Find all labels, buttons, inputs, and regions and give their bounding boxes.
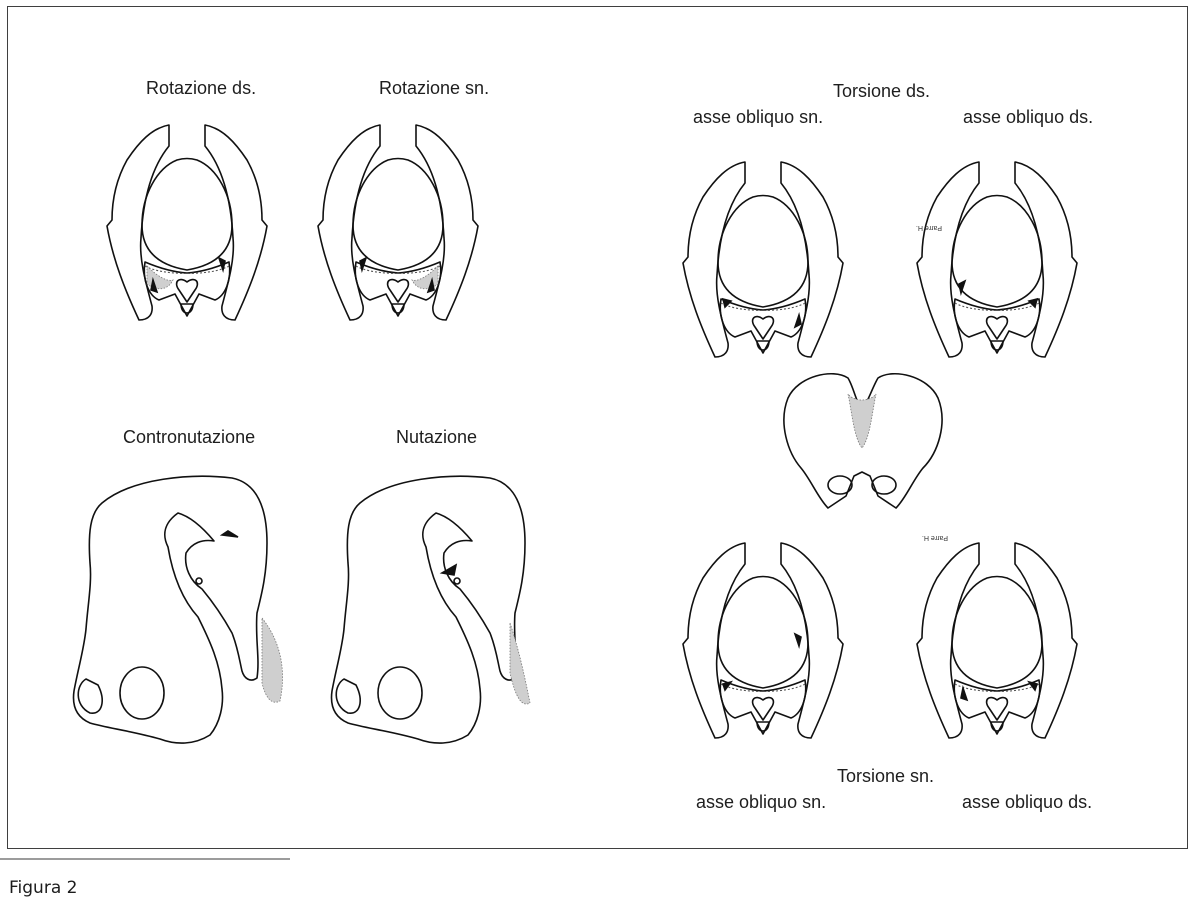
small-note: Parre H. — [916, 224, 942, 231]
pelvis-torsione-sn-asse-ds — [917, 543, 1077, 738]
pelvis-torsione-ds-asse-ds — [917, 162, 1077, 357]
figure-caption: Figura 2 — [9, 878, 77, 898]
pelvis-rotazione-sn — [318, 125, 478, 320]
pelvis-torsione-ds-asse-sn — [683, 162, 843, 357]
small-note: Parre H. — [922, 534, 948, 541]
pelvis-contronutazione — [74, 476, 283, 743]
caption-rule — [0, 858, 290, 860]
pelvis-torsione-sn-asse-sn — [683, 543, 843, 738]
pelvis-rotazione-ds — [107, 125, 267, 320]
pelvis-nutazione — [332, 476, 530, 743]
pelvis-anterior-view — [784, 374, 942, 508]
